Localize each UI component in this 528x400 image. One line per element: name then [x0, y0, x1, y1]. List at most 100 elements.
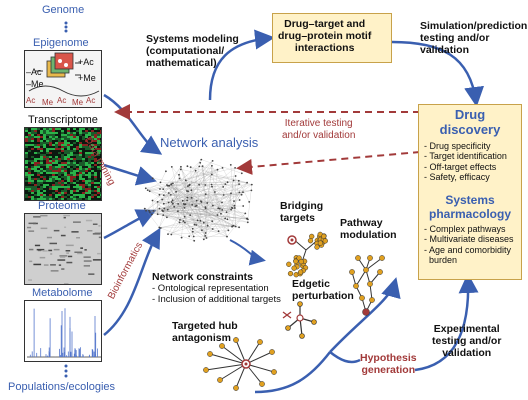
heat-cell	[34, 190, 37, 192]
heat-cell	[25, 162, 28, 164]
heat-cell	[82, 156, 85, 158]
heat-cell	[25, 170, 28, 172]
heat-cell	[25, 128, 28, 130]
network-edge	[187, 185, 208, 204]
heat-cell	[85, 138, 88, 140]
network-edge	[172, 183, 201, 221]
heat-cell	[43, 188, 46, 190]
heat-cell	[64, 164, 67, 166]
heat-cell	[100, 132, 101, 134]
heat-cell	[64, 162, 67, 164]
heat-cell	[94, 146, 97, 148]
heat-cell	[73, 178, 76, 180]
heat-cell	[97, 148, 100, 150]
gel-band	[63, 216, 66, 219]
heat-cell	[40, 138, 43, 140]
heat-cell	[31, 146, 34, 148]
heat-cell	[88, 192, 91, 194]
gel-band	[77, 252, 83, 255]
heat-cell	[25, 184, 28, 186]
heat-cell	[28, 186, 31, 188]
heat-cell	[49, 184, 52, 186]
heat-cell	[46, 174, 49, 176]
heat-cell	[37, 158, 40, 160]
heat-cell	[94, 140, 97, 142]
heat-cell	[67, 174, 70, 176]
network-node	[184, 221, 186, 224]
heat-cell	[64, 144, 67, 146]
arrow-iterative-mid	[236, 151, 421, 175]
network-node	[202, 238, 205, 241]
heat-cell	[28, 144, 31, 146]
heat-cell	[52, 164, 55, 166]
heat-cell	[46, 176, 49, 178]
network-node	[202, 221, 205, 224]
gel-band	[83, 256, 91, 258]
heat-cell	[61, 142, 64, 144]
heat-cell	[67, 130, 70, 132]
heat-cell	[40, 160, 43, 162]
heat-cell	[100, 148, 101, 150]
mark-minus-ac: –Ac	[26, 67, 42, 77]
heat-cell	[64, 166, 67, 168]
heat-cell	[91, 166, 94, 168]
heat-cell	[70, 180, 73, 182]
heat-cell	[58, 142, 61, 144]
heat-cell	[52, 196, 55, 198]
heat-cell	[46, 130, 49, 132]
heat-cell	[97, 160, 100, 162]
heat-cell	[100, 160, 101, 162]
heat-cell	[31, 162, 34, 164]
heat-cell	[61, 132, 64, 134]
heat-cell	[61, 196, 64, 198]
network-node	[186, 199, 189, 202]
heatmap-graphic	[25, 128, 101, 200]
heat-cell	[46, 128, 49, 130]
network-edge	[152, 178, 206, 234]
heat-cell	[58, 172, 61, 174]
heat-cell	[28, 134, 31, 136]
heat-cell	[82, 132, 85, 134]
heat-cell	[76, 198, 79, 200]
heat-cell	[70, 160, 73, 162]
heat-cell	[43, 150, 46, 152]
network-node	[217, 207, 220, 210]
heat-cell	[49, 168, 52, 170]
network-node	[170, 166, 173, 168]
heat-cell	[82, 160, 85, 162]
heat-cell	[88, 182, 91, 184]
heat-cell	[31, 176, 34, 178]
network-edge	[200, 186, 224, 202]
network-edge	[157, 209, 232, 215]
network-node	[200, 158, 203, 161]
heat-cell	[67, 152, 70, 154]
heat-cell	[85, 164, 88, 166]
heat-cell	[25, 146, 28, 148]
heat-cell	[97, 166, 100, 168]
hub-leaf	[259, 381, 265, 387]
heat-cell	[97, 164, 100, 166]
gel-band	[53, 248, 60, 251]
hypothesis-label: Hypothesis generation	[360, 352, 417, 377]
heat-cell	[82, 170, 85, 172]
heat-cell	[88, 138, 91, 140]
heat-cell	[43, 144, 46, 146]
gel-band	[50, 264, 56, 266]
heat-cell	[55, 140, 58, 142]
heat-cell	[58, 168, 61, 170]
heat-cell	[28, 180, 31, 182]
heat-cell	[76, 164, 79, 166]
heat-cell	[94, 164, 97, 166]
heat-cell	[58, 164, 61, 166]
gel-band	[53, 229, 60, 232]
heat-cell	[49, 192, 52, 194]
heat-cell	[55, 158, 58, 160]
heat-cell	[85, 162, 88, 164]
hub-edge	[209, 353, 247, 365]
heat-cell	[94, 196, 97, 198]
cluster-node	[291, 265, 297, 271]
heat-cell	[91, 178, 94, 180]
network-edge	[183, 184, 252, 205]
heat-cell	[85, 190, 88, 192]
heat-cell	[67, 172, 70, 174]
